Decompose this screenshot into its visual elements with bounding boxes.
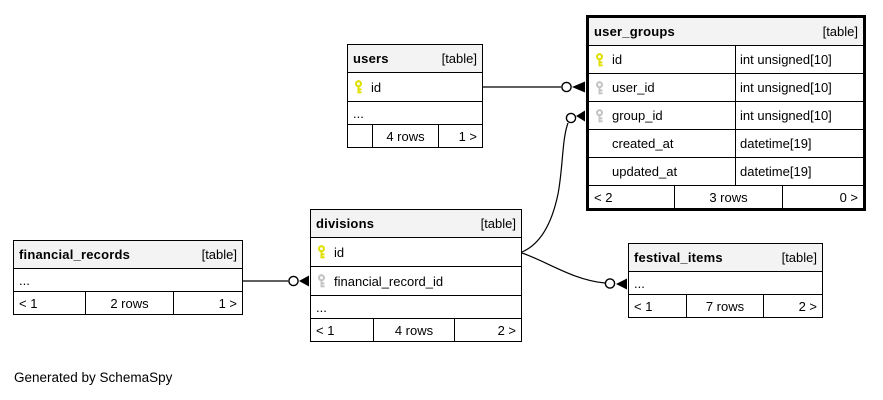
column-name: id	[334, 244, 345, 260]
column-name: created_at	[612, 136, 674, 151]
column-row-created-at: created_at datetime[19]	[589, 130, 863, 158]
footer-children: 2 >	[798, 298, 817, 314]
footer-parents	[348, 125, 372, 147]
column-type: int unsigned[10]	[735, 102, 863, 129]
footer-parents: < 2	[594, 189, 613, 205]
column-name: updated_at	[612, 164, 678, 179]
column-type: int unsigned[10]	[735, 74, 863, 101]
table-title: users	[353, 51, 389, 66]
footer-parents: < 1	[19, 295, 38, 311]
arrowhead	[572, 81, 585, 93]
footer-children: 1 >	[218, 295, 237, 311]
edge-divisions-to-user-groups	[521, 110, 585, 253]
table-title: user_groups	[594, 24, 675, 39]
column-type: datetime[19]	[735, 130, 863, 157]
more-columns-ellipsis: ...	[311, 296, 521, 319]
primary-key-icon	[317, 245, 326, 259]
column-row-group-id: group_id int unsigned[10]	[589, 102, 863, 130]
table-tag: [table]	[441, 51, 477, 66]
primary-key-icon	[595, 52, 604, 66]
footer-row-count: 4 rows	[372, 125, 439, 147]
table-festival-items[interactable]: festival_items [table] ... < 1 7 rows 2 …	[628, 243, 823, 318]
foreign-key-icon	[595, 108, 604, 122]
table-user-groups-footer: < 2 3 rows 0 >	[589, 186, 863, 208]
footer-row-count: 2 rows	[85, 292, 174, 314]
zero-cardinality-circle	[288, 275, 299, 287]
edge-financial-records-to-divisions	[243, 275, 309, 287]
zero-cardinality-circle	[604, 278, 616, 289]
column-row-id: id	[311, 238, 521, 267]
zero-cardinality-circle	[561, 81, 572, 93]
table-tag: [table]	[201, 247, 237, 262]
generated-by-caption: Generated by SchemaSpy	[14, 370, 173, 385]
footer-row-count: 4 rows	[373, 319, 455, 341]
table-tag: [table]	[822, 24, 858, 39]
table-financial-records-header: financial_records [table]	[14, 241, 242, 269]
column-type: int unsigned[10]	[735, 46, 863, 73]
table-festival-items-header: festival_items [table]	[629, 244, 822, 272]
footer-row-count: 7 rows	[686, 295, 764, 317]
table-divisions[interactable]: divisions [table] id financial_record_id	[310, 209, 522, 342]
table-festival-items-footer: < 1 7 rows 2 >	[629, 295, 822, 317]
column-name: group_id	[612, 108, 663, 123]
more-columns-ellipsis: ...	[629, 272, 822, 295]
zero-cardinality-circle	[565, 112, 577, 124]
table-users[interactable]: users [table] id ... 4 rows 1 >	[347, 44, 483, 148]
column-row-user-id: user_id int unsigned[10]	[589, 74, 863, 102]
column-name: user_id	[612, 80, 655, 95]
footer-parents: < 1	[316, 322, 335, 338]
table-title: divisions	[316, 216, 375, 231]
footer-row-count: 3 rows	[674, 186, 783, 208]
column-name: financial_record_id	[334, 273, 444, 289]
arrowhead	[299, 275, 309, 287]
more-columns-ellipsis: ...	[14, 269, 242, 292]
foreign-key-icon	[595, 80, 604, 94]
foreign-key-icon	[317, 274, 326, 288]
more-columns-ellipsis: ...	[348, 102, 482, 125]
column-row-financial-record-id: financial_record_id	[311, 267, 521, 296]
table-tag: [table]	[781, 250, 817, 265]
edge-users-to-user-groups	[483, 81, 585, 93]
column-name: id	[371, 79, 382, 95]
table-title: festival_items	[634, 250, 723, 265]
table-financial-records[interactable]: financial_records [table] ... < 1 2 rows…	[13, 240, 243, 315]
table-users-footer: 4 rows 1 >	[348, 125, 482, 147]
column-type: datetime[19]	[735, 158, 863, 185]
table-user-groups[interactable]: user_groups [table] id int unsigned[10] …	[586, 15, 866, 211]
column-row-id: id int unsigned[10]	[589, 46, 863, 74]
footer-children: 2 >	[497, 322, 516, 338]
footer-children: 0 >	[839, 189, 858, 205]
table-divisions-footer: < 1 4 rows 2 >	[311, 319, 521, 341]
arrowhead	[576, 110, 585, 122]
table-users-header: users [table]	[348, 45, 482, 73]
primary-key-icon	[354, 80, 363, 94]
edge-divisions-to-festival-items	[521, 252, 627, 290]
table-divisions-header: divisions [table]	[311, 210, 521, 238]
table-tag: [table]	[480, 216, 516, 231]
column-row-updated-at: updated_at datetime[19]	[589, 158, 863, 186]
table-financial-records-footer: < 1 2 rows 1 >	[14, 292, 242, 314]
footer-parents: < 1	[634, 298, 653, 314]
table-title: financial_records	[19, 247, 131, 262]
column-row-id: id	[348, 73, 482, 102]
footer-children: 1 >	[458, 128, 477, 144]
column-name: id	[612, 52, 623, 67]
table-user-groups-header: user_groups [table]	[589, 18, 863, 46]
arrowhead	[616, 278, 627, 290]
